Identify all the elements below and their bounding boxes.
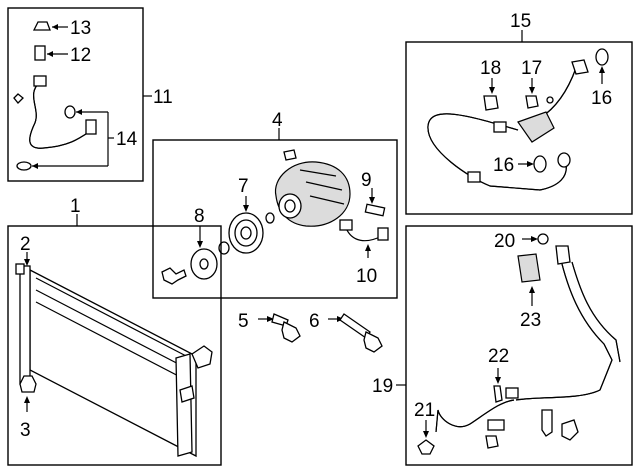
callout-14: 14 xyxy=(116,129,138,150)
o-ring-icon xyxy=(64,105,76,119)
valve-core-icon xyxy=(525,95,539,109)
expansion-valve-icon xyxy=(517,253,541,283)
callout-7: 7 xyxy=(238,176,249,197)
clip-icon xyxy=(541,409,553,437)
callout-9: 9 xyxy=(361,170,372,191)
callout-4: 4 xyxy=(272,110,283,131)
cap-icon xyxy=(32,21,51,31)
o-ring-icon xyxy=(537,233,549,245)
o-ring-icon xyxy=(16,161,32,171)
pressure-switch-icon xyxy=(364,203,386,217)
hose-fitting-icon xyxy=(557,152,571,168)
callout-17: 17 xyxy=(521,58,542,79)
clip-icon xyxy=(485,435,499,449)
hose-fitting-icon xyxy=(33,75,47,87)
callout-6: 6 xyxy=(309,311,320,332)
hose-fitting-icon xyxy=(487,419,505,431)
callout-16-top: 16 xyxy=(591,88,612,109)
callout-22: 22 xyxy=(488,346,509,367)
hose-fitting-icon xyxy=(555,245,571,265)
group-15-box xyxy=(405,30,633,215)
group-1-box xyxy=(7,214,222,466)
hose-fitting-icon xyxy=(571,59,589,75)
callout-21: 21 xyxy=(414,400,435,421)
valve-core-icon xyxy=(34,45,46,61)
callout-10: 10 xyxy=(356,266,377,287)
o-ring-icon xyxy=(595,48,609,66)
callout-1: 1 xyxy=(70,196,81,217)
muffler-icon xyxy=(517,111,555,143)
callout-11: 11 xyxy=(153,87,173,108)
callout-12: 12 xyxy=(70,45,91,66)
bracket-icon xyxy=(13,93,24,104)
callout-16-middle: 16 xyxy=(493,155,514,176)
valve-core-icon xyxy=(493,385,503,403)
hose-fitting-icon xyxy=(85,119,97,135)
callout-23: 23 xyxy=(520,310,541,331)
group-11-box xyxy=(7,7,152,182)
callout-13: 13 xyxy=(70,18,91,39)
hose-fitting-icon xyxy=(467,171,481,183)
group-4-box xyxy=(152,128,398,299)
callout-19: 19 xyxy=(372,376,393,397)
callout-8: 8 xyxy=(194,206,205,227)
cap-icon xyxy=(417,439,435,455)
bolt-icon xyxy=(161,267,187,285)
callout-2: 2 xyxy=(20,234,31,255)
callout-18: 18 xyxy=(480,58,501,79)
cap-icon xyxy=(19,375,37,393)
bearing-icon xyxy=(265,212,275,224)
bolt-6 xyxy=(328,313,383,353)
receiver-tank-icon xyxy=(19,265,31,385)
hose-fitting-icon xyxy=(493,121,507,133)
cap-icon xyxy=(283,149,297,161)
group-19-box xyxy=(396,225,633,466)
sensor-icon xyxy=(339,219,353,231)
callout-3: 3 xyxy=(20,420,31,441)
clip-icon xyxy=(561,419,579,441)
bolt-5 xyxy=(258,313,301,343)
cap-icon xyxy=(483,95,499,111)
callout-20: 20 xyxy=(494,231,515,252)
callout-5: 5 xyxy=(238,311,249,332)
o-ring-icon xyxy=(533,155,547,173)
bracket-icon xyxy=(191,345,213,369)
callout-15: 15 xyxy=(510,11,531,32)
